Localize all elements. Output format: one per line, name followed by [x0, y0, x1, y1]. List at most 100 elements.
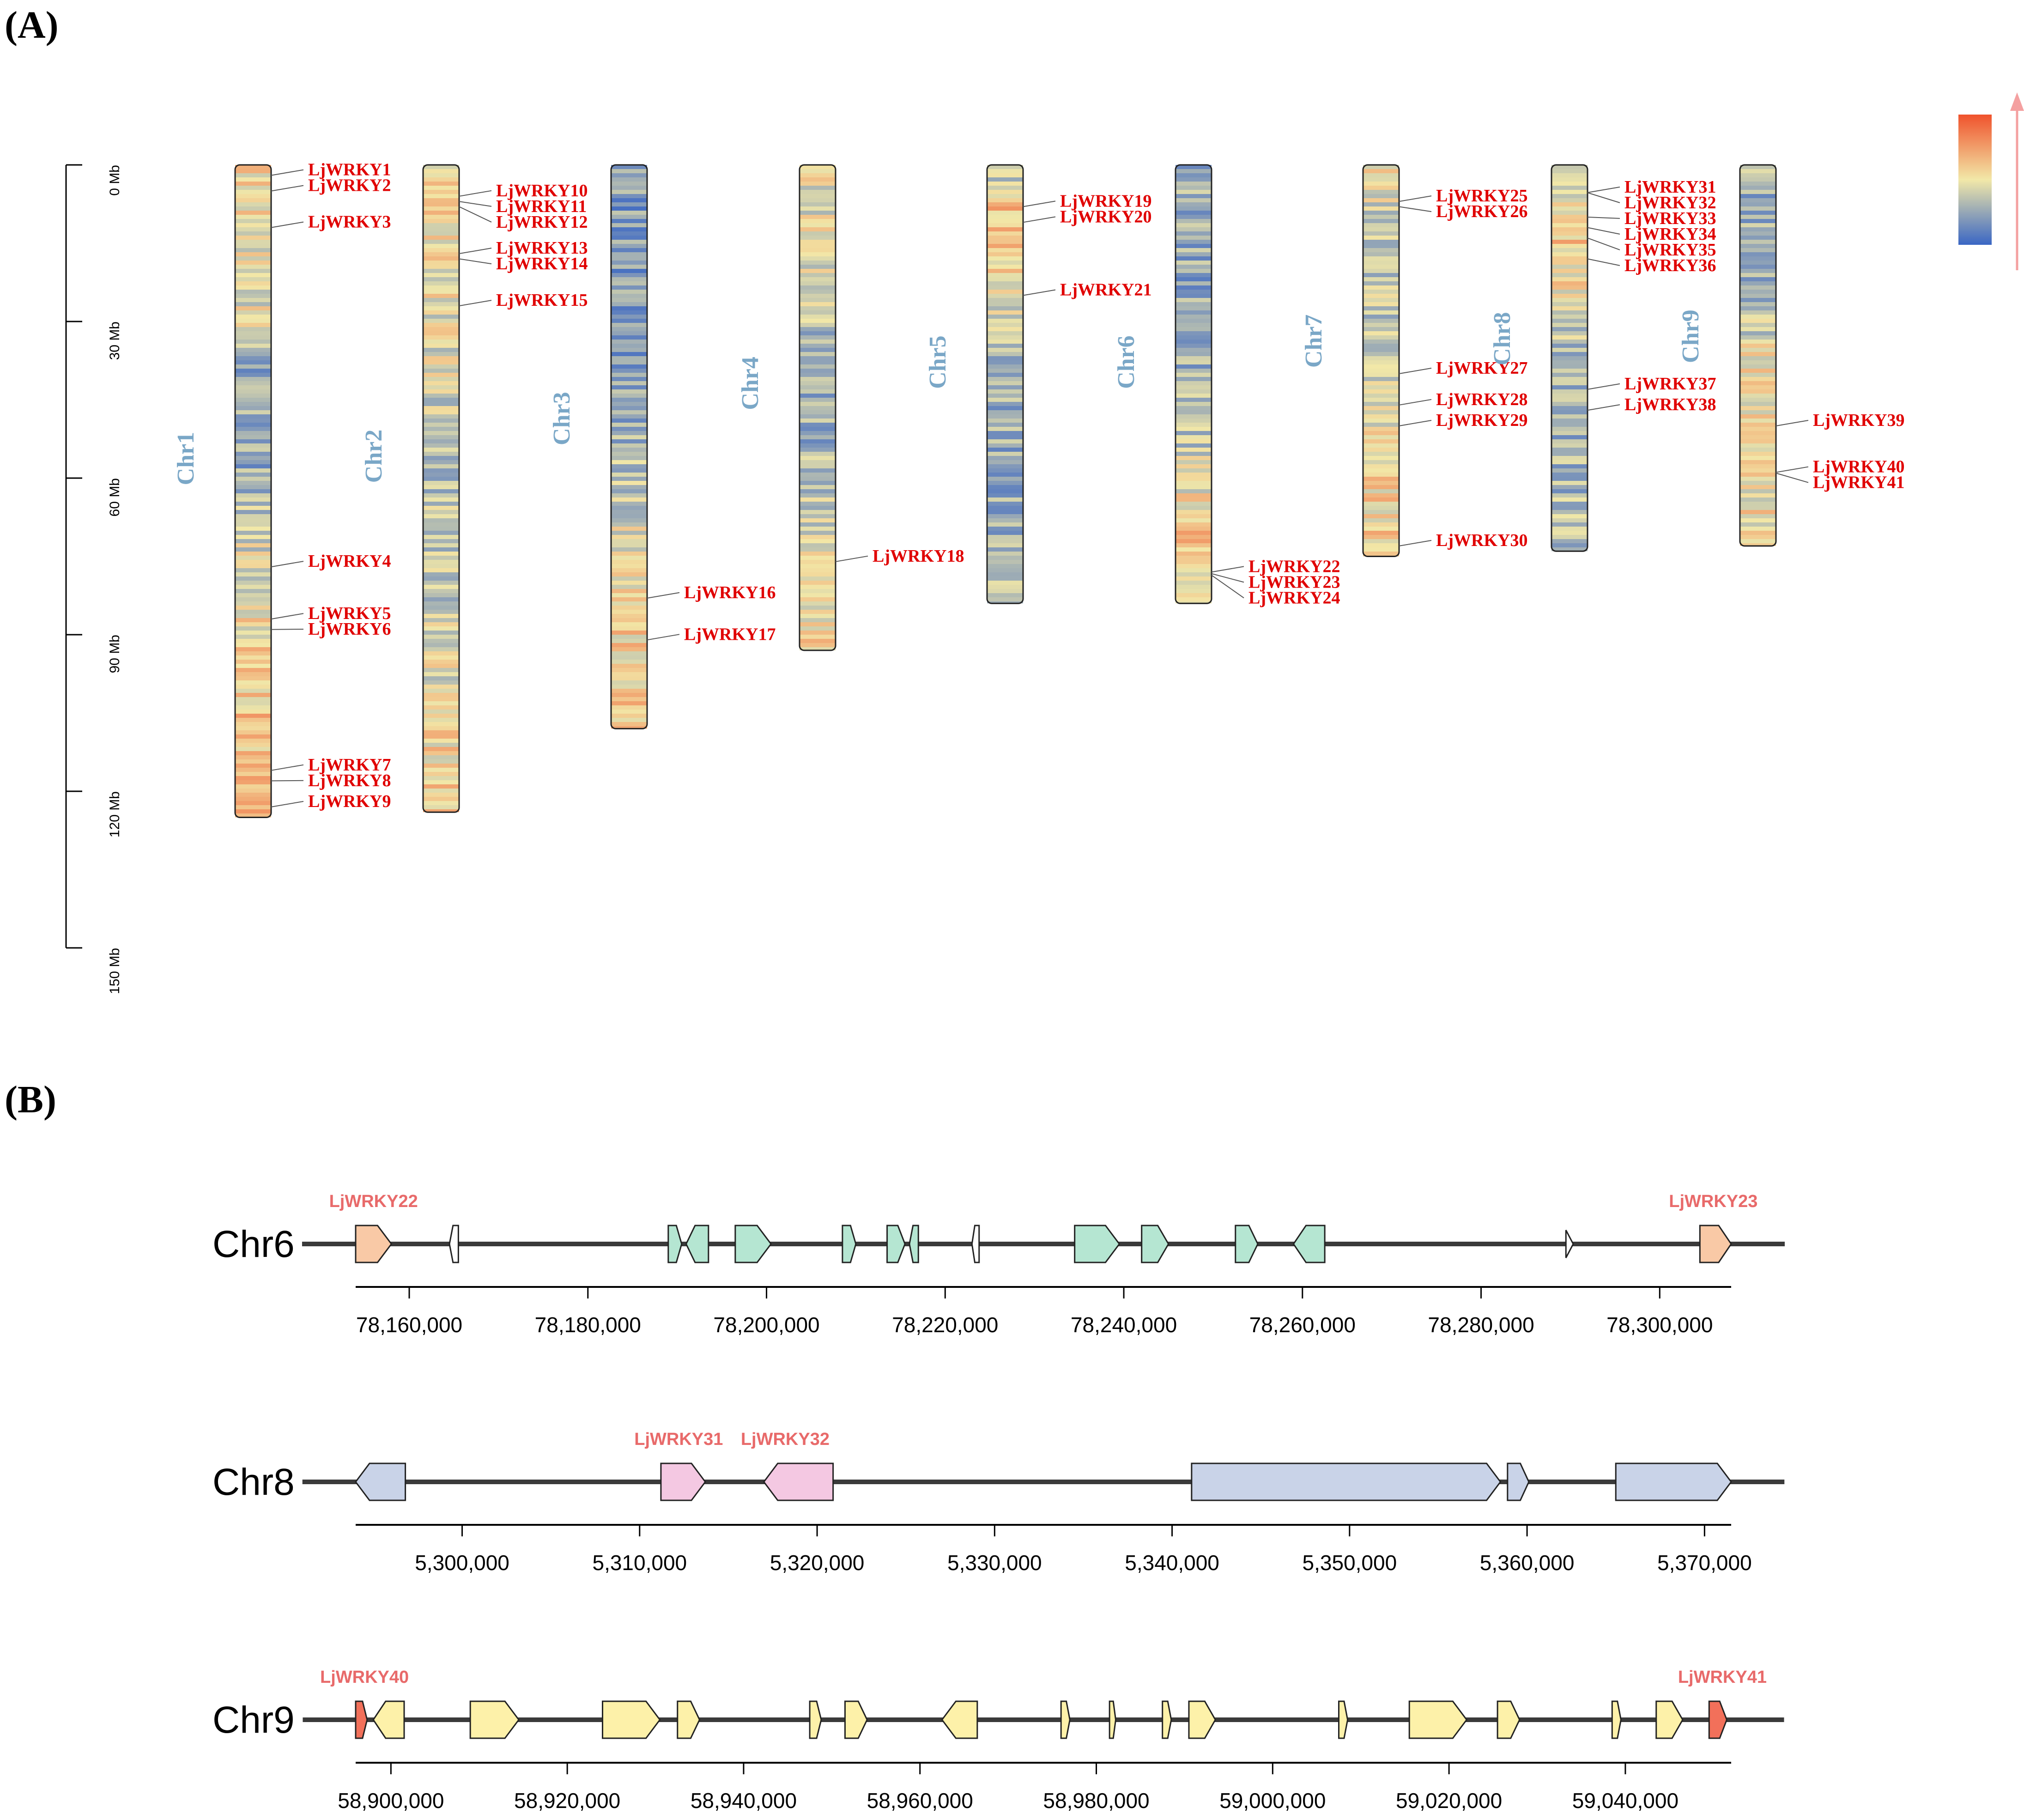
- density-band: [987, 177, 1023, 182]
- density-band: [1176, 506, 1212, 510]
- density-band: [423, 593, 459, 597]
- density-band: [235, 240, 271, 244]
- density-band: [1363, 202, 1399, 206]
- density-band: [987, 452, 1023, 456]
- density-band: [987, 576, 1023, 581]
- density-band: [423, 784, 459, 789]
- gene-arrow: [1408, 1700, 1468, 1739]
- density-band: [800, 290, 836, 294]
- density-band: [235, 327, 271, 331]
- density-band: [423, 456, 459, 460]
- density-band: [800, 394, 836, 398]
- density-band: [1551, 394, 1588, 398]
- density-band: [235, 427, 271, 431]
- axis-tick-label: 78,160,000: [356, 1313, 462, 1337]
- density-band: [611, 423, 647, 427]
- density-band: [800, 211, 836, 215]
- density-band: [423, 306, 459, 310]
- density-band: [1363, 431, 1399, 435]
- density-band: [423, 801, 459, 805]
- gene-arrow: [1699, 1225, 1732, 1263]
- density-band: [800, 581, 836, 585]
- density-band: [611, 448, 647, 452]
- density-band: [1363, 277, 1399, 281]
- density-band: [1551, 219, 1588, 223]
- density-band: [1551, 514, 1588, 518]
- density-band: [423, 722, 459, 726]
- density-band: [423, 710, 459, 714]
- density-band: [611, 394, 647, 398]
- density-band: [1176, 493, 1212, 497]
- density-band: [235, 360, 271, 364]
- density-band: [1740, 373, 1776, 377]
- density-band: [611, 165, 647, 169]
- density-band: [987, 419, 1023, 423]
- density-band: [1551, 431, 1588, 435]
- density-band: [1176, 477, 1212, 481]
- density-band: [987, 165, 1023, 169]
- density-band: [611, 597, 647, 601]
- density-band: [800, 269, 836, 273]
- density-band: [423, 493, 459, 497]
- density-band: [611, 527, 647, 531]
- gene-arrow: [355, 1462, 406, 1501]
- density-band: [423, 323, 459, 327]
- density-band: [800, 456, 836, 460]
- density-band: [1551, 277, 1588, 281]
- density-band: [1740, 281, 1776, 285]
- density-band: [1740, 423, 1776, 427]
- density-band: [423, 294, 459, 298]
- density-band: [235, 672, 271, 676]
- density-band: [1740, 535, 1776, 539]
- density-band: [987, 269, 1023, 273]
- density-band: [235, 780, 271, 784]
- density-band: [235, 743, 271, 747]
- gene-arrow: [1338, 1700, 1349, 1739]
- gene-label: LjWRKY30: [1436, 531, 1527, 550]
- density-band: [1740, 394, 1776, 398]
- density-band: [1551, 281, 1588, 285]
- density-band: [1551, 389, 1588, 394]
- density-band: [987, 323, 1023, 327]
- axis-tick-label: 58,980,000: [1043, 1789, 1149, 1813]
- density-band: [800, 431, 836, 435]
- density-band: [423, 202, 459, 206]
- density-band: [611, 593, 647, 597]
- density-band: [800, 335, 836, 340]
- density-band: [1740, 335, 1776, 340]
- density-band: [423, 772, 459, 776]
- density-band: [235, 581, 271, 585]
- density-band: [1176, 410, 1212, 414]
- density-band: [1176, 215, 1212, 219]
- density-band: [611, 718, 647, 722]
- density-band: [800, 277, 836, 281]
- density-band: [987, 182, 1023, 186]
- density-band: [423, 460, 459, 464]
- density-band: [423, 564, 459, 568]
- density-band: [987, 281, 1023, 285]
- density-band: [1363, 443, 1399, 448]
- density-band: [1363, 215, 1399, 219]
- density-band: [611, 722, 647, 726]
- density-band: [1740, 464, 1776, 468]
- density-legend: [1958, 92, 2024, 270]
- density-band: [1740, 439, 1776, 443]
- density-band: [1551, 489, 1588, 493]
- density-band: [987, 352, 1023, 356]
- density-band: [1176, 356, 1212, 360]
- gene-label: LjWRKY18: [873, 546, 964, 566]
- density-band: [1363, 485, 1399, 489]
- density-band: [987, 522, 1023, 527]
- axis-tick-label: 58,900,000: [338, 1789, 444, 1813]
- density-band: [611, 680, 647, 685]
- density-band: [1363, 273, 1399, 277]
- density-band: [1551, 369, 1588, 373]
- density-band: [1176, 431, 1212, 435]
- density-band: [1740, 481, 1776, 485]
- density-band: [1363, 261, 1399, 265]
- density-band: [800, 543, 836, 547]
- density-band: [800, 489, 836, 493]
- density-band: [235, 356, 271, 360]
- density-band: [611, 705, 647, 710]
- density-band: [423, 356, 459, 360]
